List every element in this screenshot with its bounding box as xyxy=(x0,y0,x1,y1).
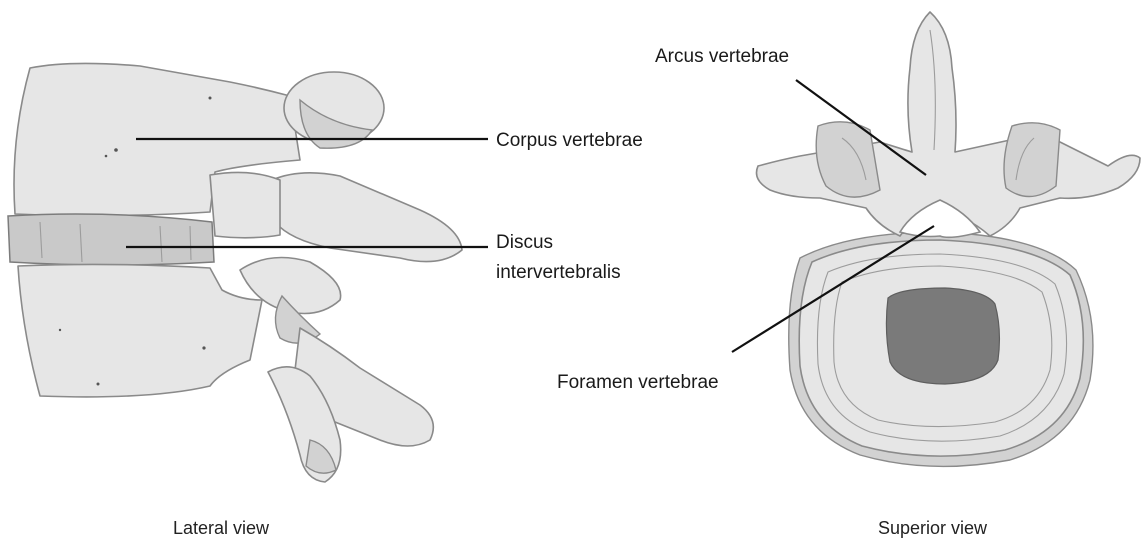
arcus-vertebrae-label: Arcus vertebrae xyxy=(655,46,789,67)
foramen-vertebrae-label: Foramen vertebrae xyxy=(557,372,719,393)
upper-spinous-process xyxy=(272,173,462,262)
intervertebral-disc xyxy=(8,214,214,265)
vertebral-arch xyxy=(757,12,1141,236)
lateral-view-illustration xyxy=(8,63,462,482)
lateral-view-caption: Lateral view xyxy=(173,518,270,538)
superior-view-illustration xyxy=(757,12,1141,466)
discus-label-line2: intervertebralis xyxy=(496,262,621,283)
right-articular-process xyxy=(1004,123,1060,197)
superior-view-caption: Superior view xyxy=(878,518,988,538)
lower-vertebral-body xyxy=(18,264,262,396)
upper-pedicle xyxy=(210,172,280,237)
discus-label-line1: Discus xyxy=(496,232,553,253)
corpus-vertebrae-label: Corpus vertebrae xyxy=(496,130,643,151)
nucleus-pulposus xyxy=(886,288,999,384)
